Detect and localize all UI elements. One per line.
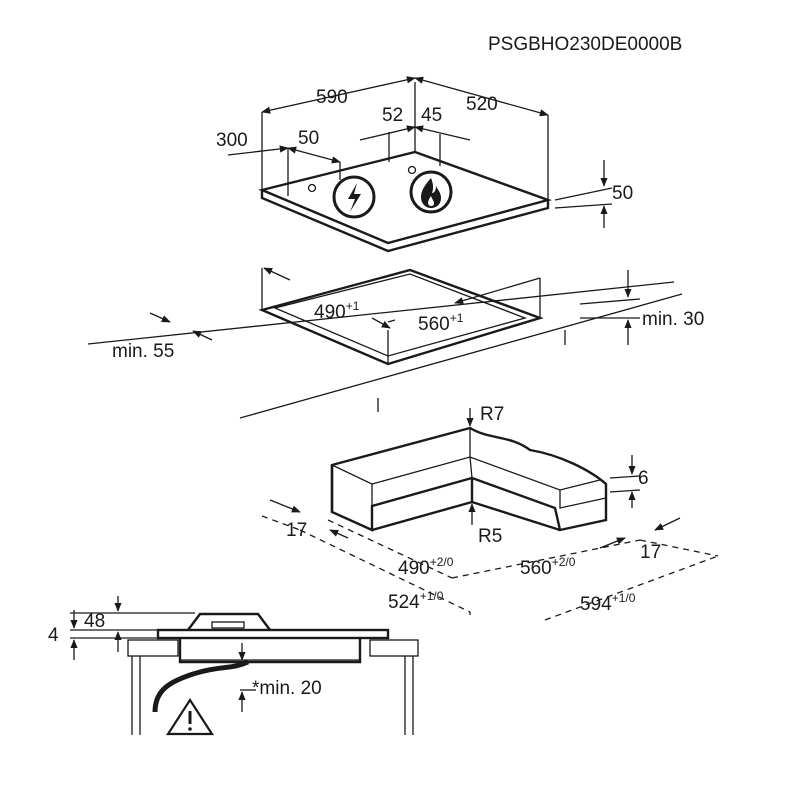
radius-bottom-label: R5 [478,526,502,547]
model-code: PSGBHO230DE0000B [488,34,682,55]
inner-width-label: 490+2/0 [398,555,454,579]
hob-height-label: 50 [612,183,633,204]
radius-top-label: R7 [480,404,504,425]
cutout-width-label: 490+1 [314,299,360,323]
hob-depth-label: 520 [466,94,498,115]
section-48-label: 48 [84,611,105,632]
step-height-label: 6 [638,468,649,489]
side-left-label: 17 [286,520,307,541]
warning-triangle-icon [165,697,215,736]
hob-offset-left-label: 300 [216,130,248,151]
outer-depth-label: 594+1/0 [580,591,636,615]
flame-icon [409,170,453,214]
worktop-cutout-drawing [87,267,683,419]
corner-detail-drawing [261,408,719,621]
section-view-drawing [70,596,419,735]
section-4-label: 4 [48,625,59,646]
cutout-depth-label: 560+1 [418,311,464,335]
min-back-label: min. 30 [642,309,704,330]
hob-dim-b-label: 45 [421,105,442,126]
lightning-icon [332,175,376,219]
inner-depth-label: 560+2/0 [520,555,576,579]
side-right-label: 17 [640,542,661,563]
hob-offset-inner-label: 50 [298,128,319,149]
min-front-label: min. 55 [112,341,174,362]
section-min-20-label: *min. 20 [252,678,322,699]
hob-width-label: 590 [316,87,348,108]
hob-drawing [227,76,613,253]
outer-width-label: 524+1/0 [388,589,444,613]
hob-dim-a-label: 52 [382,105,403,126]
